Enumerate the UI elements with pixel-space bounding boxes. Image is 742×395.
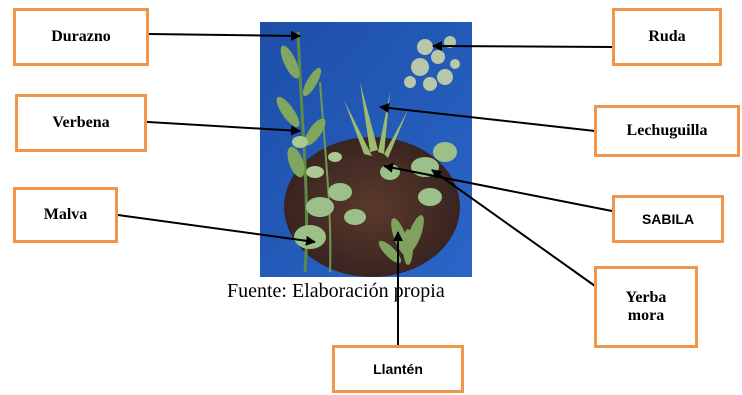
label-llanten: Llantén bbox=[332, 345, 464, 393]
plant-photo-image bbox=[260, 22, 472, 277]
arrow-yerba-mora bbox=[431, 169, 596, 287]
label-verbena: Verbena bbox=[15, 94, 147, 152]
label-malva-text: Malva bbox=[43, 205, 88, 223]
arrow-durazno bbox=[148, 30, 301, 41]
label-lechuguilla: Lechuguilla bbox=[594, 105, 740, 157]
plant-photo bbox=[260, 22, 472, 277]
label-sabila: SABILA bbox=[612, 195, 724, 243]
label-durazno: Durazno bbox=[13, 8, 149, 66]
label-yerba-mora-text: Yerba mora bbox=[625, 288, 667, 324]
label-durazno-text: Durazno bbox=[51, 27, 111, 45]
label-yerba-mora: Yerba mora bbox=[594, 266, 698, 348]
label-lechuguilla-text: Lechuguilla bbox=[626, 121, 708, 139]
arrow-lechuguilla bbox=[379, 103, 596, 132]
arrow-ruda bbox=[432, 41, 613, 52]
label-sabila-text: SABILA bbox=[641, 210, 695, 227]
figure-caption: Fuente: Elaboración propia bbox=[227, 280, 445, 302]
label-llanten-text: Llantén bbox=[373, 360, 423, 377]
arrow-sabila bbox=[383, 162, 613, 212]
label-verbena-text: Verbena bbox=[52, 113, 110, 131]
label-ruda-text: Ruda bbox=[648, 27, 686, 45]
arrow-malva bbox=[117, 214, 316, 246]
label-ruda: Ruda bbox=[612, 8, 722, 66]
label-malva: Malva bbox=[13, 187, 118, 243]
